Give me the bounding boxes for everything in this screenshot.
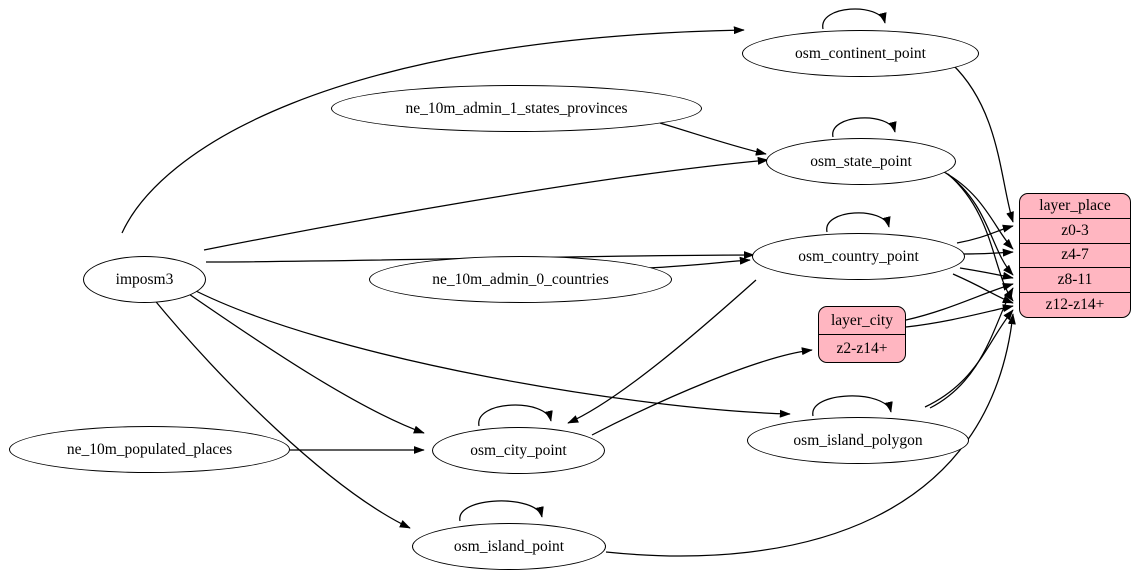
edge-osm_continent_point-to-z0-3	[951, 63, 1014, 223]
edge-ne_countries-to-osm_country_point	[647, 256, 751, 269]
node-layer-city[interactable]: layer_city z2-z14+	[818, 306, 906, 363]
node-label: imposm3	[115, 270, 174, 288]
edge-imposm3-to-osm_city_point	[185, 291, 425, 434]
edge-self-osm_island_point	[459, 500, 544, 522]
edge-imposm3-to-osm_continent_point	[121, 26, 745, 234]
node-ne-10m-admin-0-countries[interactable]: ne_10m_admin_0_countries	[369, 256, 672, 303]
edge-osm_country_point-to-z4-7	[961, 248, 1014, 257]
edge-self-osm_city_point	[478, 404, 553, 427]
edge-osm_city_point-to-layer_city	[591, 347, 813, 436]
edge-osm_country_point-to-z8-11	[959, 267, 1014, 280]
node-layer-place[interactable]: layer_place z0-3 z4-7 z8-11 z12-z14+	[1019, 193, 1131, 318]
edge-self-osm_country_point	[826, 212, 891, 233]
edge-layer_city-to-z8-11	[905, 282, 1014, 321]
edge-self-osm_state_point	[832, 117, 897, 138]
node-label: ne_10m_populated_places	[66, 440, 233, 458]
edge-osm_island_polygon-to-z12-z14	[924, 309, 1014, 408]
node-osm-state-point[interactable]: osm_state_point	[766, 138, 956, 185]
edge-osm_island_point-to-z12-z14	[605, 313, 1016, 557]
layer-city-row-z2-z14[interactable]: z2-z14+	[836, 339, 888, 357]
edge-osm_state_point-to-z4-7	[943, 171, 1014, 250]
layer-place-row-z8-11[interactable]: z8-11	[1020, 268, 1130, 294]
edge-osm_country_point-to-z12-z14	[952, 273, 1014, 304]
edge-osm_country_point-to-osm_city_point	[567, 279, 757, 424]
edge-self-osm_continent_point	[822, 8, 887, 30]
edge-ne_states-to-osm_state_point	[659, 122, 767, 156]
layer-place-row-z0-3[interactable]: z0-3	[1020, 219, 1130, 244]
edge-imposm3-to-osm_state_point	[203, 156, 769, 251]
layer-city-title: layer_city	[819, 307, 905, 335]
node-label: osm_city_point	[470, 441, 567, 459]
node-imposm3[interactable]: imposm3	[83, 256, 206, 303]
node-label: osm_island_polygon	[793, 431, 923, 449]
node-label: osm_continent_point	[795, 44, 926, 62]
node-osm-city-point[interactable]: osm_city_point	[432, 427, 605, 474]
edge-osm_country_point-to-z0-3	[956, 224, 1014, 244]
edge-imposm3-to-osm_island_point	[151, 296, 411, 529]
edge-imposm3-to-osm_island_polygon	[189, 287, 791, 418]
node-osm-island-point[interactable]: osm_island_point	[412, 523, 606, 570]
edge-osm_island_polygon-to-z8-11	[929, 287, 1014, 409]
node-ne-10m-populated-places[interactable]: ne_10m_populated_places	[9, 426, 290, 473]
layer-place-row-z4-7[interactable]: z4-7	[1020, 244, 1130, 269]
node-label: osm_state_point	[810, 152, 912, 170]
layer-place-row-z12-z14[interactable]: z12-z14+	[1045, 296, 1105, 314]
node-osm-continent-point[interactable]: osm_continent_point	[742, 30, 979, 77]
node-label: osm_island_point	[453, 537, 565, 555]
node-label: ne_10m_admin_0_countries	[432, 270, 609, 288]
node-osm-island-polygon[interactable]: osm_island_polygon	[747, 417, 969, 464]
edge-self-osm_island_polygon	[812, 395, 893, 417]
layer-place-title: layer_place	[1020, 194, 1130, 219]
node-label: ne_10m_admin_1_states_provinces	[405, 99, 628, 117]
node-ne-10m-admin-1-states-provinces[interactable]: ne_10m_admin_1_states_provinces	[331, 85, 702, 132]
node-osm-country-point[interactable]: osm_country_point	[752, 233, 965, 280]
node-label: osm_country_point	[798, 247, 919, 265]
